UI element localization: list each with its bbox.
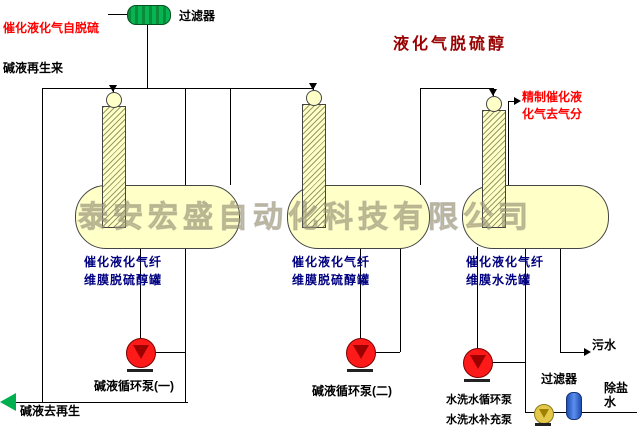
green-arrow-left-icon [0, 393, 16, 411]
pipe [420, 88, 493, 89]
fiber-column-3 [482, 110, 506, 228]
pipe [552, 412, 566, 413]
pump-wash-water-makeup-icon [534, 404, 554, 424]
vessel-3-label-line2: 维膜水洗罐 [466, 273, 532, 287]
feed-filter-label: 过滤器 [179, 9, 216, 23]
pump-2-label: 碱液循环泵(二) [312, 384, 392, 398]
product-outlet-label-line2: 化气去气分 [522, 107, 583, 121]
vessel-1-label-line2: 维膜脱硫醇罐 [84, 273, 163, 287]
pipe [154, 352, 185, 353]
pump-1-label: 碱液循环泵(一) [94, 379, 174, 393]
arrow-down-icon [309, 83, 317, 90]
pipe [580, 412, 637, 413]
pipe [560, 247, 561, 352]
arrow-down-icon [489, 89, 497, 96]
pipe [560, 352, 584, 353]
pump-4-label: 水洗水补充泵 [446, 414, 512, 426]
pipe [525, 412, 535, 413]
vessel-mercaptan-tank-1 [75, 185, 240, 249]
fiber-column-1 [102, 106, 126, 228]
arrow-right-icon [584, 348, 591, 356]
pump-base [464, 379, 490, 382]
pipe [14, 402, 188, 403]
pipe [477, 247, 478, 348]
vessel-1-label-line1: 催化液化气纤 [84, 255, 163, 269]
column-nozzle-icon [106, 92, 122, 108]
pipe [374, 352, 400, 353]
pump-impeller-icon [539, 409, 549, 418]
pump-caustic-circ-1-icon [126, 338, 156, 368]
water-filter-icon [566, 392, 582, 420]
caustic-outlet-label: 碱液去再生 [20, 404, 81, 418]
pump-base [127, 369, 153, 372]
arrow-down-icon [109, 85, 117, 92]
column-nozzle-icon [306, 90, 322, 106]
pipe [420, 88, 421, 185]
pipe [508, 102, 509, 185]
pipe [491, 362, 525, 363]
water-filter-label: 过滤器 [541, 372, 578, 386]
pump-base [535, 423, 551, 426]
pump-base [347, 369, 373, 372]
pipe [400, 247, 401, 352]
pipe [508, 101, 516, 102]
pump-3-label: 水洗水循环泵 [446, 394, 512, 406]
vessel-2-label-line1: 催化液化气纤 [292, 255, 371, 269]
pump-impeller-icon [133, 345, 149, 359]
pump-impeller-icon [470, 355, 486, 369]
column-nozzle-icon [486, 96, 502, 112]
pipe [360, 247, 361, 338]
feed-inlet-label: 催化液化气自脱硫 [3, 21, 100, 35]
pipe [42, 88, 313, 89]
product-outlet-label-line1: 精制催化液 [522, 90, 583, 104]
caustic-inlet-label: 碱液再生来 [3, 61, 64, 75]
vessel-3-label-line1: 催化液化气纤 [466, 255, 545, 269]
pipe [108, 14, 127, 15]
pump-impeller-icon [353, 345, 369, 359]
feed-filter-icon [127, 5, 171, 25]
fiber-column-2 [302, 104, 326, 228]
vessel-2-label-line2: 维膜脱硫醇罐 [292, 273, 371, 287]
arrow-right-icon [514, 97, 521, 105]
pump-caustic-circ-2-icon [346, 338, 376, 368]
pipe [42, 88, 43, 402]
pipe [230, 88, 231, 185]
pipe [140, 247, 141, 338]
pipe [147, 23, 148, 88]
pipe [525, 247, 526, 412]
sewage-label: 污水 [592, 338, 617, 352]
diagram-title: 液化气脱硫醇 [393, 36, 508, 53]
demin-water-label: 除盐 水 [604, 381, 629, 409]
pump-wash-water-circ-icon [463, 348, 493, 378]
